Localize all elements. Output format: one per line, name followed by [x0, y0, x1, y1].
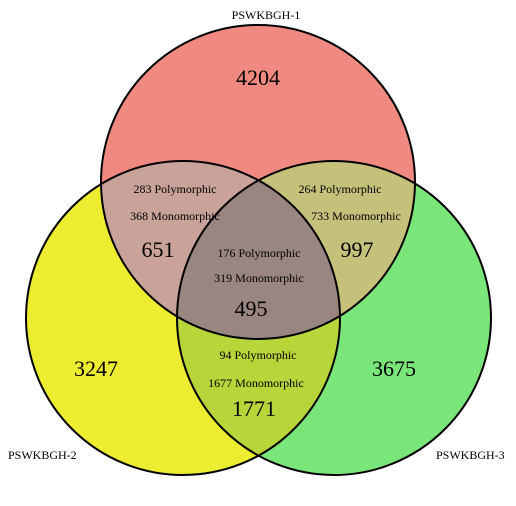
r123-polymorphic: 176 Polymorphic	[218, 246, 301, 260]
r23-monomorphic: 1677 Monomorphic	[208, 376, 304, 390]
r13-polymorphic: 264 Polymorphic	[299, 182, 382, 196]
r12-monomorphic: 368 Monomorphic	[130, 209, 220, 223]
r23-polymorphic: 94 Polymorphic	[220, 348, 297, 362]
set-1-label: PSWKBGH-1	[232, 8, 301, 22]
set-2-outline	[25, 160, 341, 476]
r123-monomorphic: 319 Monomorphic	[214, 271, 304, 285]
r12-polymorphic: 283 Polymorphic	[134, 182, 217, 196]
r13-count: 997	[341, 237, 374, 262]
r13-monomorphic: 733 Monomorphic	[311, 209, 401, 223]
only-2-count: 3247	[74, 356, 118, 381]
r12-count: 651	[142, 237, 175, 262]
set-3-label: PSWKBGH-3	[436, 448, 505, 462]
set-3-outline	[176, 160, 492, 476]
region-1-2-3	[177, 161, 340, 339]
only-3-count: 3675	[372, 356, 416, 381]
r23-count: 1771	[232, 396, 276, 421]
r123-count: 495	[235, 296, 268, 321]
set-1-outline	[100, 24, 416, 340]
only-1-count: 4204	[236, 65, 280, 90]
set-2-label: PSWKBGH-2	[8, 448, 77, 462]
